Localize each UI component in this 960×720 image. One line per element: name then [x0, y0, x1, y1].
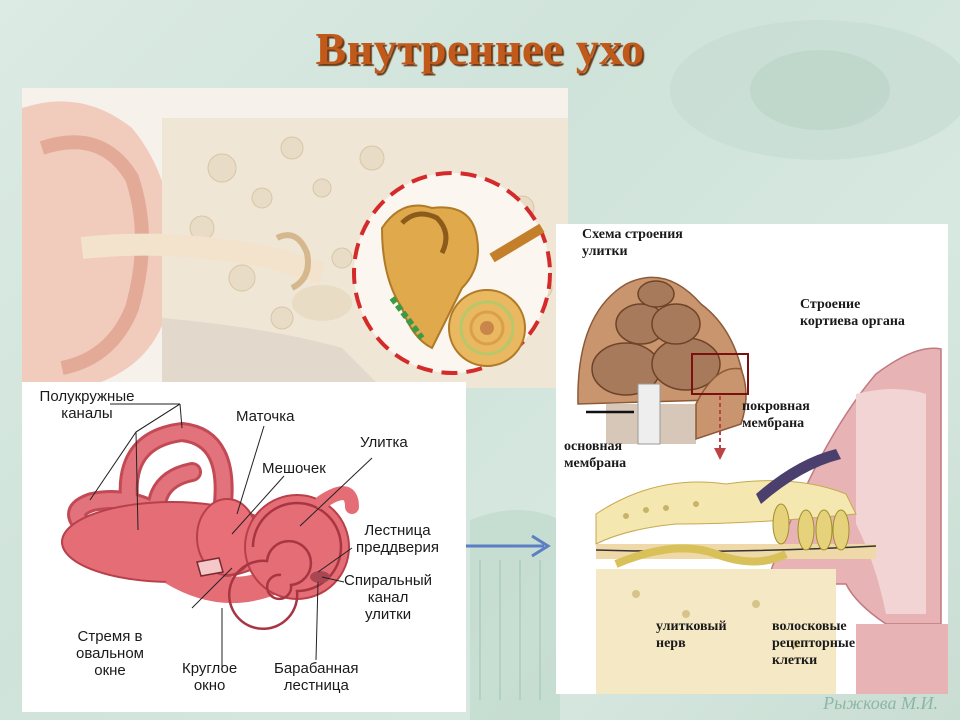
cochlea-scheme-panel: Схема строения улитки Строение кортиева … [556, 224, 948, 694]
label-scala-tympani: Барабанная лестница [274, 660, 359, 694]
label-cochlear-nerve: улитковый нерв [656, 619, 727, 651]
label-cochlea-scheme-title: Схема строения улитки [582, 227, 683, 259]
organ-of-corti-illustration [556, 224, 948, 694]
labyrinth-illustration [61, 403, 373, 668]
label-basilar-membrane: основная мембрана [564, 439, 627, 471]
label-semicircular-canals: Полукружные каналы [39, 388, 135, 422]
slide-title: Внутреннее ухо [315, 23, 645, 74]
cochlea-section [577, 276, 749, 460]
organ-of-corti-detail [595, 347, 948, 694]
hair-cells [772, 503, 850, 551]
label-saccule: Мешочек [262, 460, 326, 477]
label-tectorial-membrane: покровная мембрана [742, 399, 810, 431]
ear-cross-section-panel [22, 88, 568, 388]
label-round-window: Круглое окно [182, 660, 238, 694]
label-scala-vestibuli: Лестница преддверия [356, 522, 439, 556]
panel-arrow [466, 534, 551, 558]
labyrinth-panel: Полукружные каналы Маточка Улитка Мешоче… [22, 382, 466, 712]
label-stapes-oval-window: Стремя в овальном окне [76, 628, 144, 679]
label-organ-of-corti-title: Строение кортиева органа [800, 297, 905, 329]
label-hair-receptor-cells: волосковые рецепторные клетки [772, 619, 856, 668]
label-spiral-canal: Спиральный канал улитки [344, 572, 433, 623]
ear-cross-section-illustration [22, 88, 568, 388]
label-cochlea: Улитка [360, 434, 408, 451]
author-signature: Рыжкова М.И. [823, 693, 938, 713]
label-utricle: Маточка [236, 408, 295, 425]
